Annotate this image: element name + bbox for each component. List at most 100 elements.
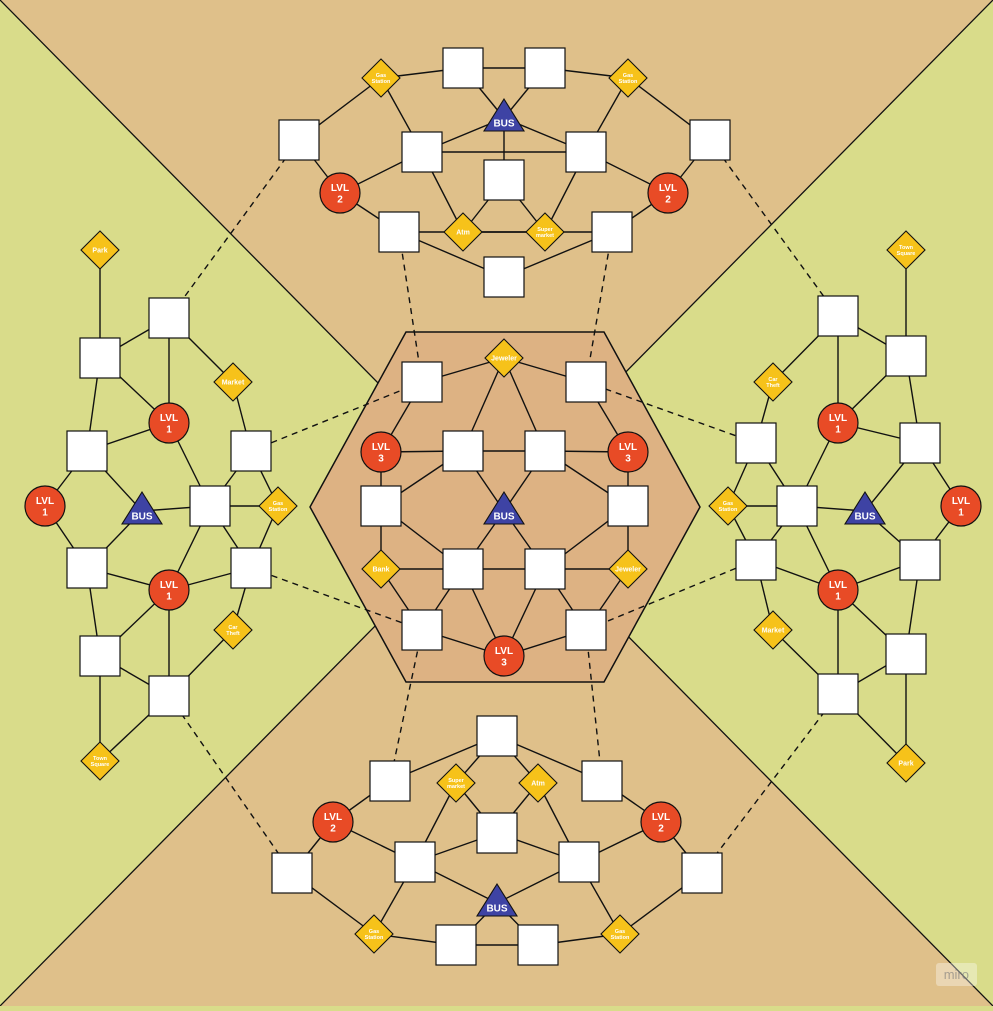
location-square xyxy=(886,634,926,674)
location-square-icon[interactable] xyxy=(682,853,722,893)
location-square xyxy=(231,431,271,471)
miro-watermark: miro xyxy=(936,963,977,986)
location-square xyxy=(402,362,442,402)
location-square-icon[interactable] xyxy=(190,486,230,526)
location-square xyxy=(736,423,776,463)
location-square-icon[interactable] xyxy=(566,132,606,172)
location-square-icon[interactable] xyxy=(402,610,442,650)
location-square-icon[interactable] xyxy=(608,486,648,526)
location-square-icon[interactable] xyxy=(525,48,565,88)
location-square-icon[interactable] xyxy=(279,120,319,160)
location-square-icon[interactable] xyxy=(525,431,565,471)
location-square-icon[interactable] xyxy=(80,636,120,676)
location-square xyxy=(477,813,517,853)
location-square-icon[interactable] xyxy=(777,486,817,526)
location-square-icon[interactable] xyxy=(518,925,558,965)
poi-label: Jeweler xyxy=(491,355,517,362)
location-square-icon[interactable] xyxy=(361,486,401,526)
location-square xyxy=(477,716,517,756)
location-square-icon[interactable] xyxy=(149,676,189,716)
location-square xyxy=(582,761,622,801)
location-square xyxy=(149,298,189,338)
location-square-icon[interactable] xyxy=(443,549,483,589)
location-square-icon[interactable] xyxy=(402,362,442,402)
location-square-icon[interactable] xyxy=(886,634,926,674)
location-square xyxy=(818,296,858,336)
location-square xyxy=(900,540,940,580)
location-square-icon[interactable] xyxy=(690,120,730,160)
location-square-icon[interactable] xyxy=(370,761,410,801)
bus-label: BUS xyxy=(486,904,507,915)
location-square-icon[interactable] xyxy=(559,842,599,882)
location-square xyxy=(682,853,722,893)
location-square-icon[interactable] xyxy=(436,925,476,965)
poi-label: Park xyxy=(92,247,107,254)
location-square-icon[interactable] xyxy=(900,423,940,463)
location-square-icon[interactable] xyxy=(231,431,271,471)
location-square-icon[interactable] xyxy=(443,48,483,88)
location-square-icon[interactable] xyxy=(818,296,858,336)
location-square xyxy=(525,48,565,88)
location-square-icon[interactable] xyxy=(272,853,312,893)
poi-label: Atm xyxy=(531,780,545,787)
location-square-icon[interactable] xyxy=(477,716,517,756)
location-square-icon[interactable] xyxy=(566,610,606,650)
location-square xyxy=(279,120,319,160)
location-square-icon[interactable] xyxy=(525,549,565,589)
poi-label: Park xyxy=(898,760,913,767)
location-square xyxy=(361,486,401,526)
location-square-icon[interactable] xyxy=(477,813,517,853)
location-square xyxy=(736,540,776,580)
location-square xyxy=(370,761,410,801)
location-square-icon[interactable] xyxy=(149,298,189,338)
location-square xyxy=(690,120,730,160)
location-square-icon[interactable] xyxy=(566,362,606,402)
location-square xyxy=(443,549,483,589)
poi-label: Market xyxy=(222,379,245,386)
location-square-icon[interactable] xyxy=(231,548,271,588)
location-square-icon[interactable] xyxy=(395,842,435,882)
location-square xyxy=(777,486,817,526)
bus-label: BUS xyxy=(493,119,514,130)
location-square xyxy=(525,549,565,589)
location-square-icon[interactable] xyxy=(582,761,622,801)
location-square-icon[interactable] xyxy=(484,160,524,200)
poi-label: Atm xyxy=(456,229,470,236)
location-square xyxy=(436,925,476,965)
location-square xyxy=(566,362,606,402)
location-square xyxy=(484,257,524,297)
location-square-icon[interactable] xyxy=(80,338,120,378)
location-square-icon[interactable] xyxy=(592,212,632,252)
location-square xyxy=(818,674,858,714)
location-square-icon[interactable] xyxy=(443,431,483,471)
location-square-icon[interactable] xyxy=(379,212,419,252)
location-square-icon[interactable] xyxy=(818,674,858,714)
location-square-icon[interactable] xyxy=(736,540,776,580)
location-square xyxy=(190,486,230,526)
location-square-icon[interactable] xyxy=(886,336,926,376)
location-square-icon[interactable] xyxy=(900,540,940,580)
location-square-icon[interactable] xyxy=(67,431,107,471)
location-square xyxy=(402,132,442,172)
location-square-icon[interactable] xyxy=(736,423,776,463)
location-square-icon[interactable] xyxy=(402,132,442,172)
location-square xyxy=(67,548,107,588)
location-square-icon[interactable] xyxy=(484,257,524,297)
location-square xyxy=(443,431,483,471)
location-square-icon[interactable] xyxy=(67,548,107,588)
